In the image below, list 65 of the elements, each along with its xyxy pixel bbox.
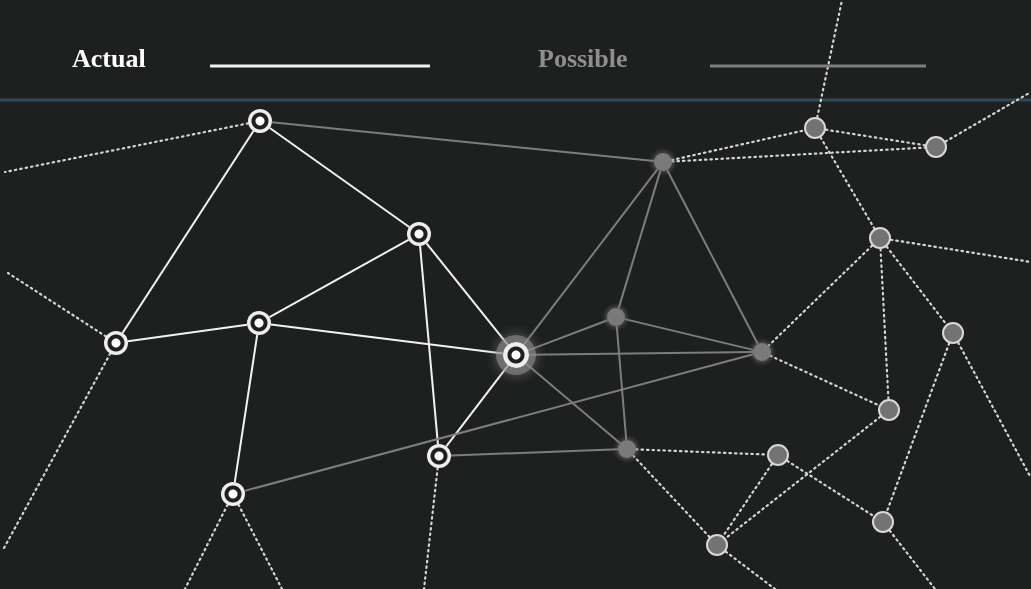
connector-line	[243, 353, 755, 492]
ringed-node-circle	[427, 444, 451, 468]
ringed-node-circle	[221, 482, 245, 506]
ringed-node-circle	[104, 331, 128, 355]
dotted-connector	[422, 466, 439, 589]
dotted-connector	[885, 245, 948, 326]
dotted-connector	[889, 238, 1031, 264]
dotted-connector	[3, 122, 250, 174]
dotted-connector	[944, 90, 1031, 143]
node-circle	[872, 511, 894, 533]
dotted-connector	[670, 146, 927, 163]
connector-line	[268, 238, 410, 319]
dotted-connector	[786, 459, 875, 518]
connector-line	[524, 362, 622, 445]
connector-line	[522, 168, 659, 346]
dotted-connector	[632, 454, 711, 539]
dotted-connector	[879, 247, 890, 401]
connector-line	[617, 169, 662, 310]
connector-line	[527, 319, 609, 352]
connector-line	[268, 126, 411, 229]
connector-line	[623, 318, 755, 351]
connector-line	[126, 323, 249, 343]
dotted-connector	[824, 128, 927, 147]
connector-line	[615, 324, 628, 442]
node-circle	[869, 227, 891, 249]
connector-line	[270, 121, 656, 163]
dotted-connector	[888, 529, 937, 589]
node-circle	[753, 343, 771, 361]
dotted-connector	[724, 550, 777, 589]
dotted-connector	[819, 136, 876, 230]
node-circle	[607, 308, 625, 326]
node-circle	[942, 322, 964, 344]
connector-line	[425, 242, 509, 346]
dotted-connector	[6, 271, 108, 338]
dotted-connector	[816, 0, 844, 119]
ringed-node-circle	[503, 342, 529, 368]
dotted-connector	[237, 503, 284, 589]
legend-label: Possible	[538, 44, 628, 74]
connector-line	[233, 333, 259, 484]
legend-label: Actual	[72, 44, 146, 74]
dotted-connector	[722, 463, 773, 537]
node-circle	[654, 153, 672, 171]
connector-line	[666, 169, 759, 345]
node-circle	[878, 399, 900, 421]
node-circle	[767, 444, 789, 466]
ringed-node-circle	[248, 109, 272, 133]
ringed-node-circle	[247, 311, 271, 335]
connector-line	[121, 130, 255, 334]
connector-line	[450, 448, 619, 457]
dotted-connector	[767, 244, 874, 347]
connector-line	[269, 323, 505, 355]
node-circle	[706, 534, 728, 556]
connector-line	[419, 244, 439, 446]
dotted-connector	[769, 354, 881, 407]
node-circle	[618, 440, 636, 458]
dotted-connector	[885, 342, 951, 513]
connector-line	[528, 351, 754, 356]
connector-line	[445, 364, 510, 448]
node-circle	[925, 136, 947, 158]
dotted-connector	[183, 503, 229, 589]
dotted-connector	[724, 415, 882, 540]
dotted-connector	[2, 352, 112, 550]
node-circle	[804, 117, 826, 139]
dotted-connector	[670, 129, 806, 162]
ringed-node-circle	[407, 222, 431, 246]
